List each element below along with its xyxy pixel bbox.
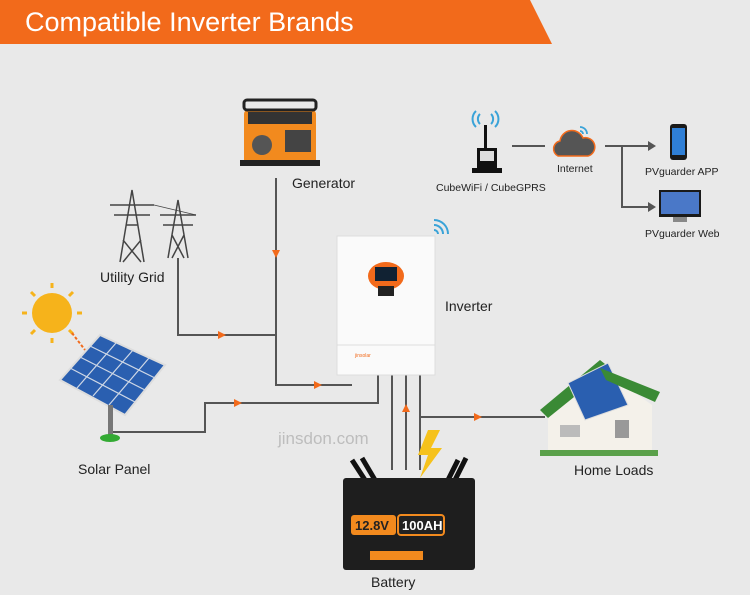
watermark: jinsdon.com <box>277 429 369 448</box>
utility-grid-label: Utility Grid <box>100 269 165 285</box>
battery-label: Battery <box>371 574 415 590</box>
inverter-logo: jinsolar <box>354 353 371 359</box>
generator-wire <box>275 178 352 386</box>
house-icon <box>540 360 660 456</box>
internet-clients-wire <box>605 145 648 208</box>
battery-capacity: 100AH <box>402 518 442 533</box>
phone-icon <box>670 124 687 160</box>
app-label: PVguarder APP <box>645 166 719 178</box>
sun-icon <box>22 283 86 351</box>
wifi-icon <box>433 219 449 235</box>
cube-label: CubeWiFi / CubeGPRS <box>436 182 546 194</box>
flow-arrows <box>218 250 482 421</box>
inverter-icon: jinsolar <box>336 235 436 376</box>
solar-panel-label: Solar Panel <box>78 461 150 477</box>
solar-panel-icon <box>58 333 167 442</box>
utility-tower-icon <box>110 189 197 263</box>
grid-wire <box>177 258 276 336</box>
battery-icon: 12.8V 100AH <box>343 430 475 570</box>
internet-label: Internet <box>557 163 593 175</box>
generator-icon <box>240 98 320 166</box>
home-loads-label: Home Loads <box>574 462 653 478</box>
battery-wires <box>391 375 421 470</box>
wires <box>110 141 656 470</box>
solar-wire <box>110 375 379 433</box>
cloud-icon <box>552 126 596 157</box>
cube-wifi-device-icon <box>471 110 502 173</box>
monitor-icon <box>659 190 701 222</box>
web-label: PVguarder Web <box>645 228 720 240</box>
header-banner: Compatible Inverter Brands <box>0 0 552 44</box>
generator-label: Generator <box>292 175 355 191</box>
page-title: Compatible Inverter Brands <box>25 7 354 37</box>
battery-voltage: 12.8V <box>355 518 389 533</box>
inverter-label: Inverter <box>445 298 493 314</box>
